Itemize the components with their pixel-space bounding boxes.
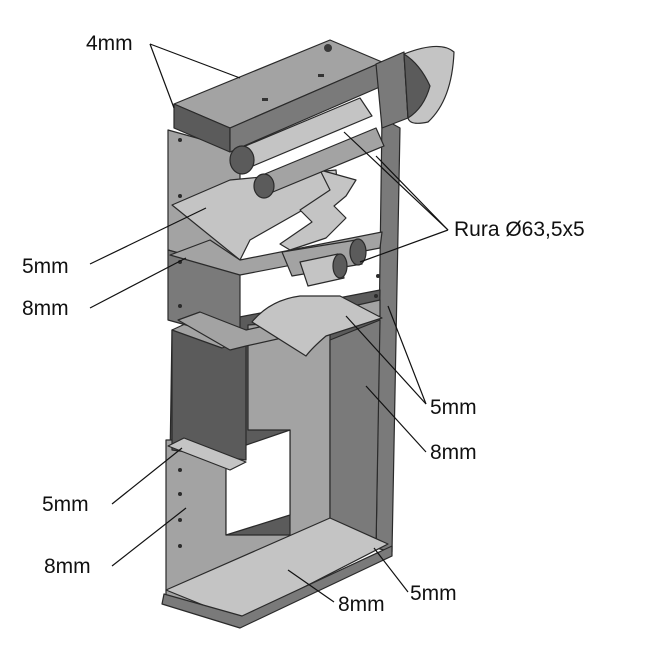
label-bottom-5mm: 5mm xyxy=(410,582,457,605)
label-left-5mm-b: 5mm xyxy=(42,493,89,516)
label-right-5mm: 5mm xyxy=(430,396,477,419)
zigzag-baffle xyxy=(279,169,357,251)
top-lid-slot xyxy=(262,98,268,101)
flue-outlet xyxy=(375,45,455,129)
leader-lines xyxy=(89,43,449,603)
label-top-4mm: 4mm xyxy=(86,32,133,55)
top-pipes xyxy=(229,97,385,199)
rivet-holes xyxy=(178,138,380,548)
top-lid-hole xyxy=(324,44,332,52)
inner-chamber-wall xyxy=(329,319,381,549)
base-rail xyxy=(161,545,393,629)
label-left-8mm-a: 8mm xyxy=(22,297,69,320)
top-lid-slot xyxy=(318,74,324,77)
label-pipe: Rura Ø63,5x5 xyxy=(454,218,585,241)
label-right-8mm: 8mm xyxy=(430,441,477,464)
lower-deflector xyxy=(251,295,383,357)
mid-baffle-plate xyxy=(169,231,383,276)
mid-pipes xyxy=(281,238,367,287)
label-left-5mm-a: 5mm xyxy=(22,255,69,278)
left-lower-box-bottom xyxy=(167,437,247,471)
label-bottom-8mm: 8mm xyxy=(338,593,385,616)
label-left-8mm-b: 8mm xyxy=(44,555,91,578)
